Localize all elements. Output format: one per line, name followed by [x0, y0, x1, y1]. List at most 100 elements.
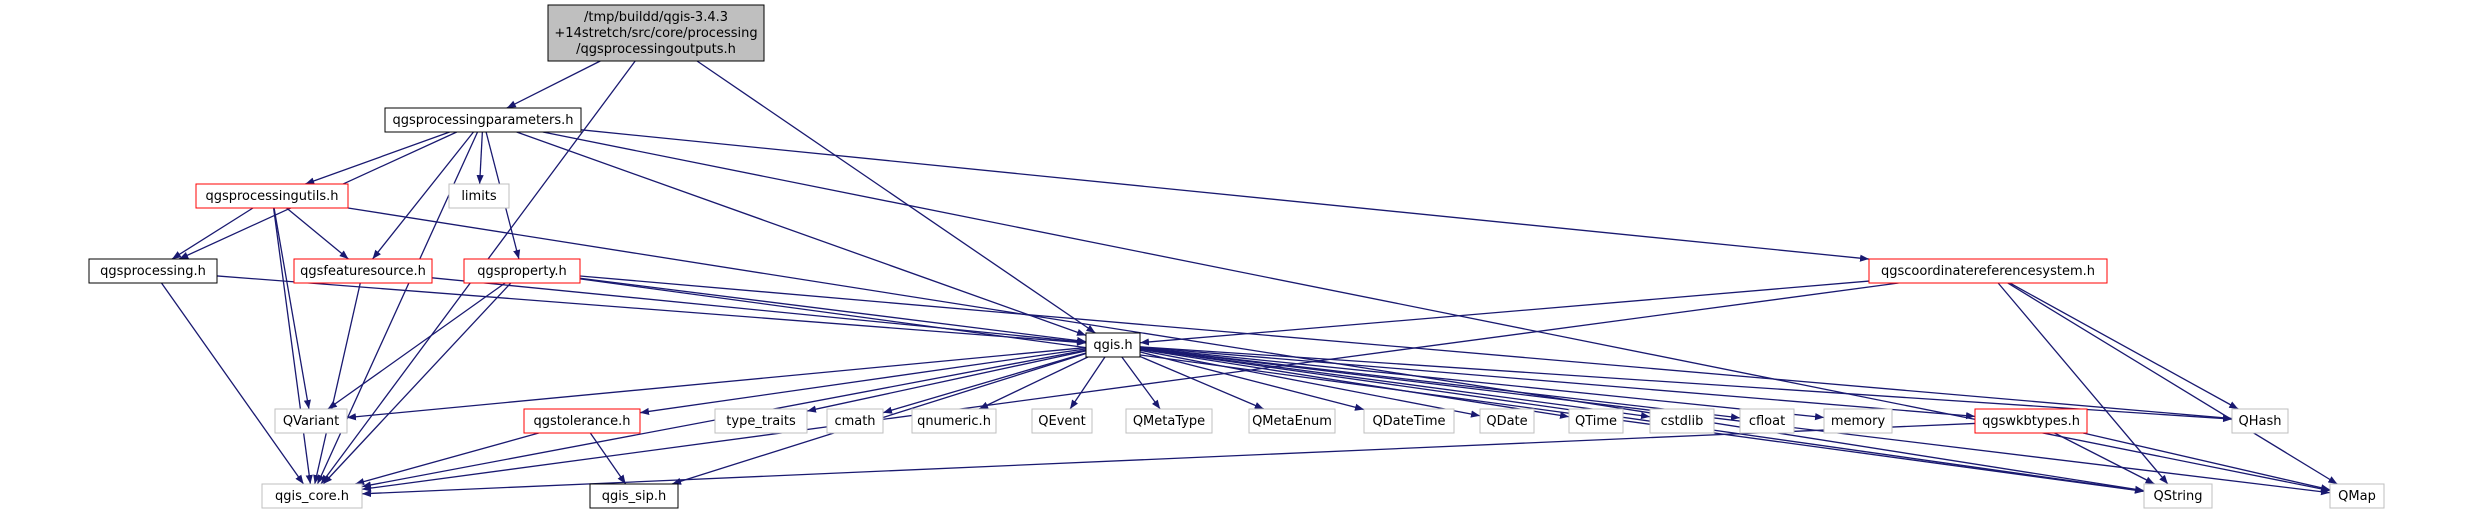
- node-box-processing: [88, 258, 218, 284]
- edge-putils-to-qgiscore: [272, 207, 313, 485]
- edges-layer: [160, 60, 2338, 498]
- node-qstring: QString: [2143, 483, 2213, 509]
- node-putils[interactable]: qgsprocessingutils.h: [195, 183, 349, 209]
- node-label-wkbtypes: qgswkbtypes.h: [1982, 414, 2080, 429]
- node-label-root: +14stretch/src/core/processing: [554, 26, 757, 41]
- edge-wkbtypes-to-qgiscore: [361, 422, 1976, 498]
- node-params[interactable]: qgsprocessingparameters.h: [384, 107, 582, 133]
- edge-qgis-to-qevent: [1069, 356, 1106, 410]
- node-typetraits: type_traits: [714, 408, 808, 434]
- edge-property-to-qgiscore: [322, 282, 512, 485]
- edge-qgis-to-cstdlib: [1139, 347, 1651, 420]
- edge-qgis-to-tolerance: [639, 348, 1087, 415]
- node-label-qstring: QString: [2153, 489, 2202, 504]
- edge-putils-to-featsrc: [286, 207, 349, 260]
- node-memory: memory: [1823, 408, 1893, 434]
- edge-qgis-to-qmap: [1139, 347, 2331, 496]
- edge-qgis-to-qhash: [1139, 346, 2233, 423]
- edge-crs-to-qhash: [2009, 282, 2239, 410]
- node-qgissip[interactable]: qgis_sip.h: [589, 483, 679, 509]
- node-label-qtime: QTime: [1575, 414, 1617, 429]
- node-box-cmath: [826, 408, 884, 434]
- node-box-qdate: [1479, 408, 1535, 434]
- edge-params-to-crs: [580, 129, 1870, 262]
- node-label-memory: memory: [1831, 414, 1886, 429]
- node-label-crs: qgscoordinatereferencesystem.h: [1881, 264, 2095, 279]
- node-qevent: QEvent: [1031, 408, 1093, 434]
- node-box-featsrc: [293, 258, 433, 284]
- node-label-cstdlib: cstdlib: [1661, 414, 1704, 429]
- node-label-cmath: cmath: [834, 414, 875, 429]
- node-wkbtypes[interactable]: qgswkbtypes.h: [1974, 408, 2088, 434]
- node-qgis[interactable]: qgis.h: [1085, 332, 1141, 358]
- node-qmetaenum: QMetaEnum: [1248, 408, 1336, 434]
- edge-qgis-to-qdate: [1139, 349, 1481, 418]
- node-label-qdate: QDate: [1486, 414, 1527, 429]
- edge-processing-to-qgis: [216, 275, 1087, 346]
- node-tolerance[interactable]: qgstolerance.h: [523, 408, 641, 434]
- node-label-root: /tmp/buildd/qgis-3.4.3: [584, 10, 728, 25]
- node-featsrc[interactable]: qgsfeaturesource.h: [293, 258, 433, 284]
- node-label-qmap: QMap: [2338, 489, 2376, 504]
- edge-qgis-to-qtime: [1139, 348, 1570, 419]
- edge-qgis-to-typetraits: [806, 350, 1087, 413]
- node-qhash: QHash: [2231, 408, 2289, 434]
- node-box-qevent: [1031, 408, 1093, 434]
- edge-root-to-qgis: [696, 60, 1096, 334]
- node-cfloat: cfloat: [1739, 408, 1795, 434]
- nodes-layer: /tmp/buildd/qgis-3.4.3+14stretch/src/cor…: [88, 4, 2385, 509]
- edge-wkbtypes-to-qstring: [2054, 432, 2155, 485]
- node-label-qgiscore: qgis_core.h: [275, 489, 349, 504]
- node-box-property: [463, 258, 581, 284]
- edge-putils-to-qvariant: [273, 207, 311, 410]
- edge-putils-to-processing: [171, 207, 254, 260]
- node-qdatetime: QDateTime: [1363, 408, 1455, 434]
- edge-property-to-qhash: [579, 275, 2233, 422]
- edge-tolerance-to-qgiscore: [355, 432, 539, 486]
- node-box-qmap: [2329, 483, 2385, 509]
- node-box-params: [384, 107, 582, 133]
- node-box-qstring: [2143, 483, 2213, 509]
- node-processing[interactable]: qgsprocessing.h: [88, 258, 218, 284]
- edge-qgis-to-qmetatype: [1121, 356, 1161, 410]
- node-limits: limits: [448, 183, 510, 209]
- node-qmap: QMap: [2329, 483, 2385, 509]
- node-label-putils: qgsprocessingutils.h: [205, 189, 338, 204]
- node-label-qhash: QHash: [2239, 414, 2282, 429]
- node-qgiscore: qgis_core.h: [261, 483, 363, 509]
- node-qvariant: QVariant: [274, 408, 348, 434]
- edge-crs-to-qgiscore: [361, 282, 1899, 492]
- node-box-qvariant: [274, 408, 348, 434]
- node-qtime: QTime: [1568, 408, 1624, 434]
- node-cmath: cmath: [826, 408, 884, 434]
- node-qmetatype: QMetaType: [1125, 408, 1213, 434]
- edge-qgis-to-wkbtypes: [1139, 346, 1976, 420]
- edge-params-to-putils: [305, 131, 450, 185]
- node-box-qgissip: [589, 483, 679, 509]
- node-qnumeric: qnumeric.h: [911, 408, 997, 434]
- edge-crs-to-qmap: [2007, 282, 2338, 485]
- node-box-tolerance: [523, 408, 641, 434]
- node-root[interactable]: /tmp/buildd/qgis-3.4.3+14stretch/src/cor…: [547, 4, 765, 62]
- edge-params-to-featsrc: [372, 131, 474, 260]
- edge-featsrc-to-qgiscore: [313, 282, 361, 485]
- node-box-qnumeric: [911, 408, 997, 434]
- node-box-qtime: [1568, 408, 1624, 434]
- node-label-property: qgsproperty.h: [477, 264, 566, 279]
- node-crs[interactable]: qgscoordinatereferencesystem.h: [1868, 258, 2108, 284]
- edge-qgis-to-cfloat: [1139, 347, 1741, 421]
- edge-property-to-qgis: [579, 277, 1087, 345]
- node-label-typetraits: type_traits: [726, 414, 796, 429]
- node-label-cfloat: cfloat: [1749, 414, 1785, 429]
- node-box-qgis: [1085, 332, 1141, 358]
- edge-processing-to-qgiscore: [160, 282, 305, 485]
- edge-qgis-to-qdatetime: [1139, 351, 1365, 411]
- node-label-featsrc: qgsfeaturesource.h: [300, 264, 426, 279]
- node-box-root: [547, 4, 765, 62]
- node-label-qevent: QEvent: [1038, 414, 1085, 429]
- node-label-limits: limits: [461, 189, 497, 204]
- node-property[interactable]: qgsproperty.h: [463, 258, 581, 284]
- node-box-limits: [448, 183, 510, 209]
- node-label-qdatetime: QDateTime: [1372, 414, 1445, 429]
